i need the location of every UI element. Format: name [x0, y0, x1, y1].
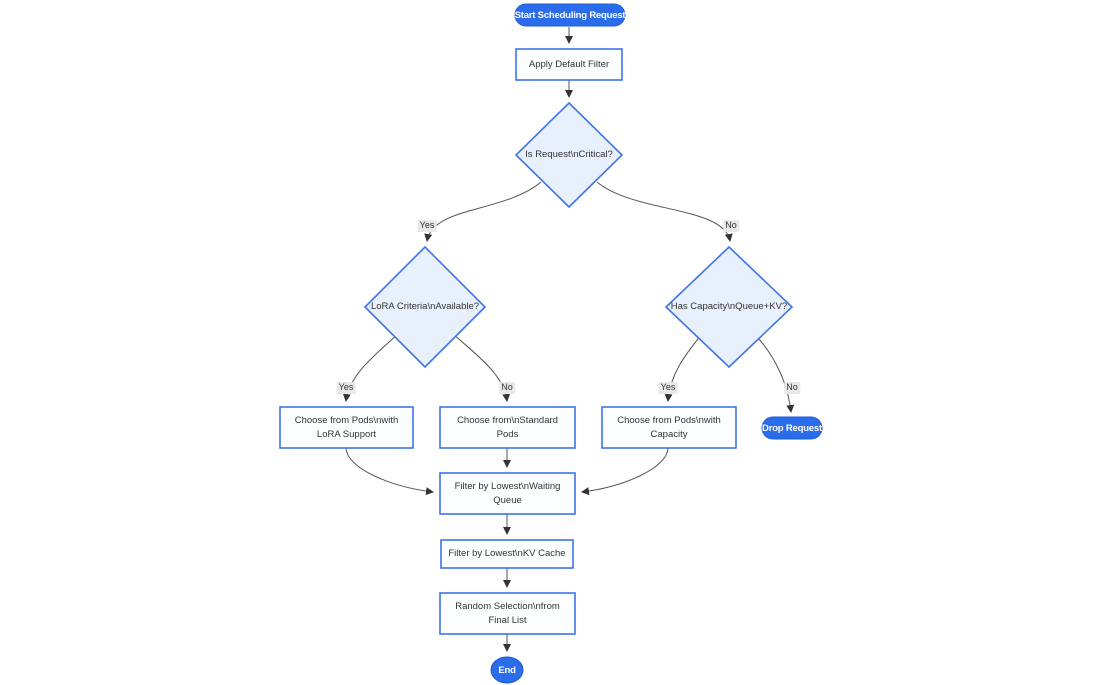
- filter-kv-cache-node-label: Filter by Lowest\nKV Cache: [448, 548, 566, 560]
- choose-capacity-pods-node-shape: [601, 406, 737, 449]
- edge-label-lora-no: No: [499, 382, 515, 394]
- is-critical-decision-shape: [514, 101, 624, 209]
- choose-standard-pods-node-label: Choose from\nStandard Pods: [457, 415, 558, 440]
- edge-label-capacity-no: No: [784, 382, 800, 394]
- edge-label-capacity-yes: Yes: [658, 382, 678, 394]
- lora-criteria-decision-shape: [363, 245, 487, 369]
- lora-criteria-decision-label: LoRA Criteria\nAvailable?: [370, 301, 480, 313]
- edge-capacity-no: [757, 337, 795, 413]
- random-selection-node-shape: [439, 592, 576, 635]
- flowchart-edges: [342, 27, 795, 652]
- choose-lora-pods-node-shape: [279, 406, 414, 449]
- edge-label-critical-yes: Yes: [417, 220, 437, 232]
- has-capacity-decision-shape: [664, 245, 794, 369]
- end-node-shape: [490, 656, 524, 684]
- edge-capacity-yes: [664, 333, 703, 402]
- filter-waiting-queue-node-label: Filter by Lowest\nWaiting Queue: [454, 481, 561, 506]
- choose-capacity-pods-node-label: Choose from Pods\nwith Capacity: [617, 415, 721, 440]
- is-critical-decision-label: Is Request\nCritical?: [525, 149, 613, 161]
- start-node-shape: [514, 3, 626, 27]
- choose-lora-pods-node-label: Choose from Pods\nwith LoRA Support: [294, 415, 399, 440]
- edge-critical-no: [596, 181, 733, 242]
- choose-standard-pods-node-shape: [439, 406, 576, 449]
- apply-filter-node-shape: [515, 48, 623, 81]
- flowchart-node-shapes: [279, 3, 823, 684]
- drop-request-node-label: Drop Request: [762, 422, 822, 434]
- drop-request-node-shape: [761, 416, 823, 440]
- edge-capacitypods-filter: [581, 447, 669, 496]
- edge-label-critical-no: No: [723, 220, 739, 232]
- filter-waiting-queue-node-shape: [439, 472, 576, 515]
- edge-lorapods-filter: [345, 447, 434, 496]
- edge-label-lora-yes: Yes: [336, 382, 356, 394]
- end-node-label: End: [498, 664, 516, 676]
- has-capacity-decision-label: Has Capacity\nQueue+KV?: [670, 301, 788, 313]
- filter-kv-cache-node-shape: [440, 539, 574, 569]
- start-node-label: Start Scheduling Request: [514, 9, 626, 21]
- edge-critical-yes: [424, 181, 542, 242]
- apply-filter-node-label: Apply Default Filter: [528, 58, 610, 70]
- random-selection-node-label: Random Selection\nfrom Final List: [455, 601, 560, 626]
